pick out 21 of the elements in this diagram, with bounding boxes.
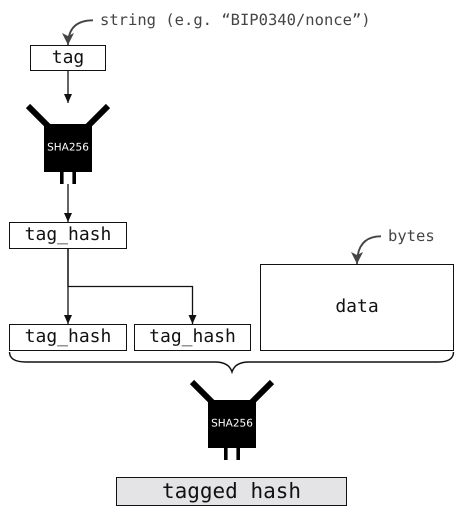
box-label: data: [335, 297, 379, 318]
value-box: [260, 264, 454, 351]
arrow: [64, 71, 72, 103]
box-label: tag_hash: [24, 225, 112, 246]
function-label: SHA256: [47, 142, 89, 154]
annotation-text: string (e.g. “BIP0340/nonce”): [100, 11, 371, 30]
box-label: tag_hash: [24, 327, 112, 348]
result-box: [116, 477, 347, 506]
value-box: [30, 45, 106, 71]
function-label: SHA256: [211, 418, 253, 430]
arrow: [67, 249, 196, 324]
value-box: [134, 324, 251, 351]
box-label: tag_hash: [149, 327, 236, 348]
box-label: tag: [52, 48, 84, 68]
arrow: [64, 184, 72, 222]
value-box: [9, 324, 127, 351]
curved-arrow: [351, 235, 382, 264]
box-label: tagged hash: [162, 479, 302, 504]
curved-arrow: [62, 19, 94, 46]
value-box: [9, 222, 127, 249]
annotation-text: bytes: [388, 227, 435, 246]
